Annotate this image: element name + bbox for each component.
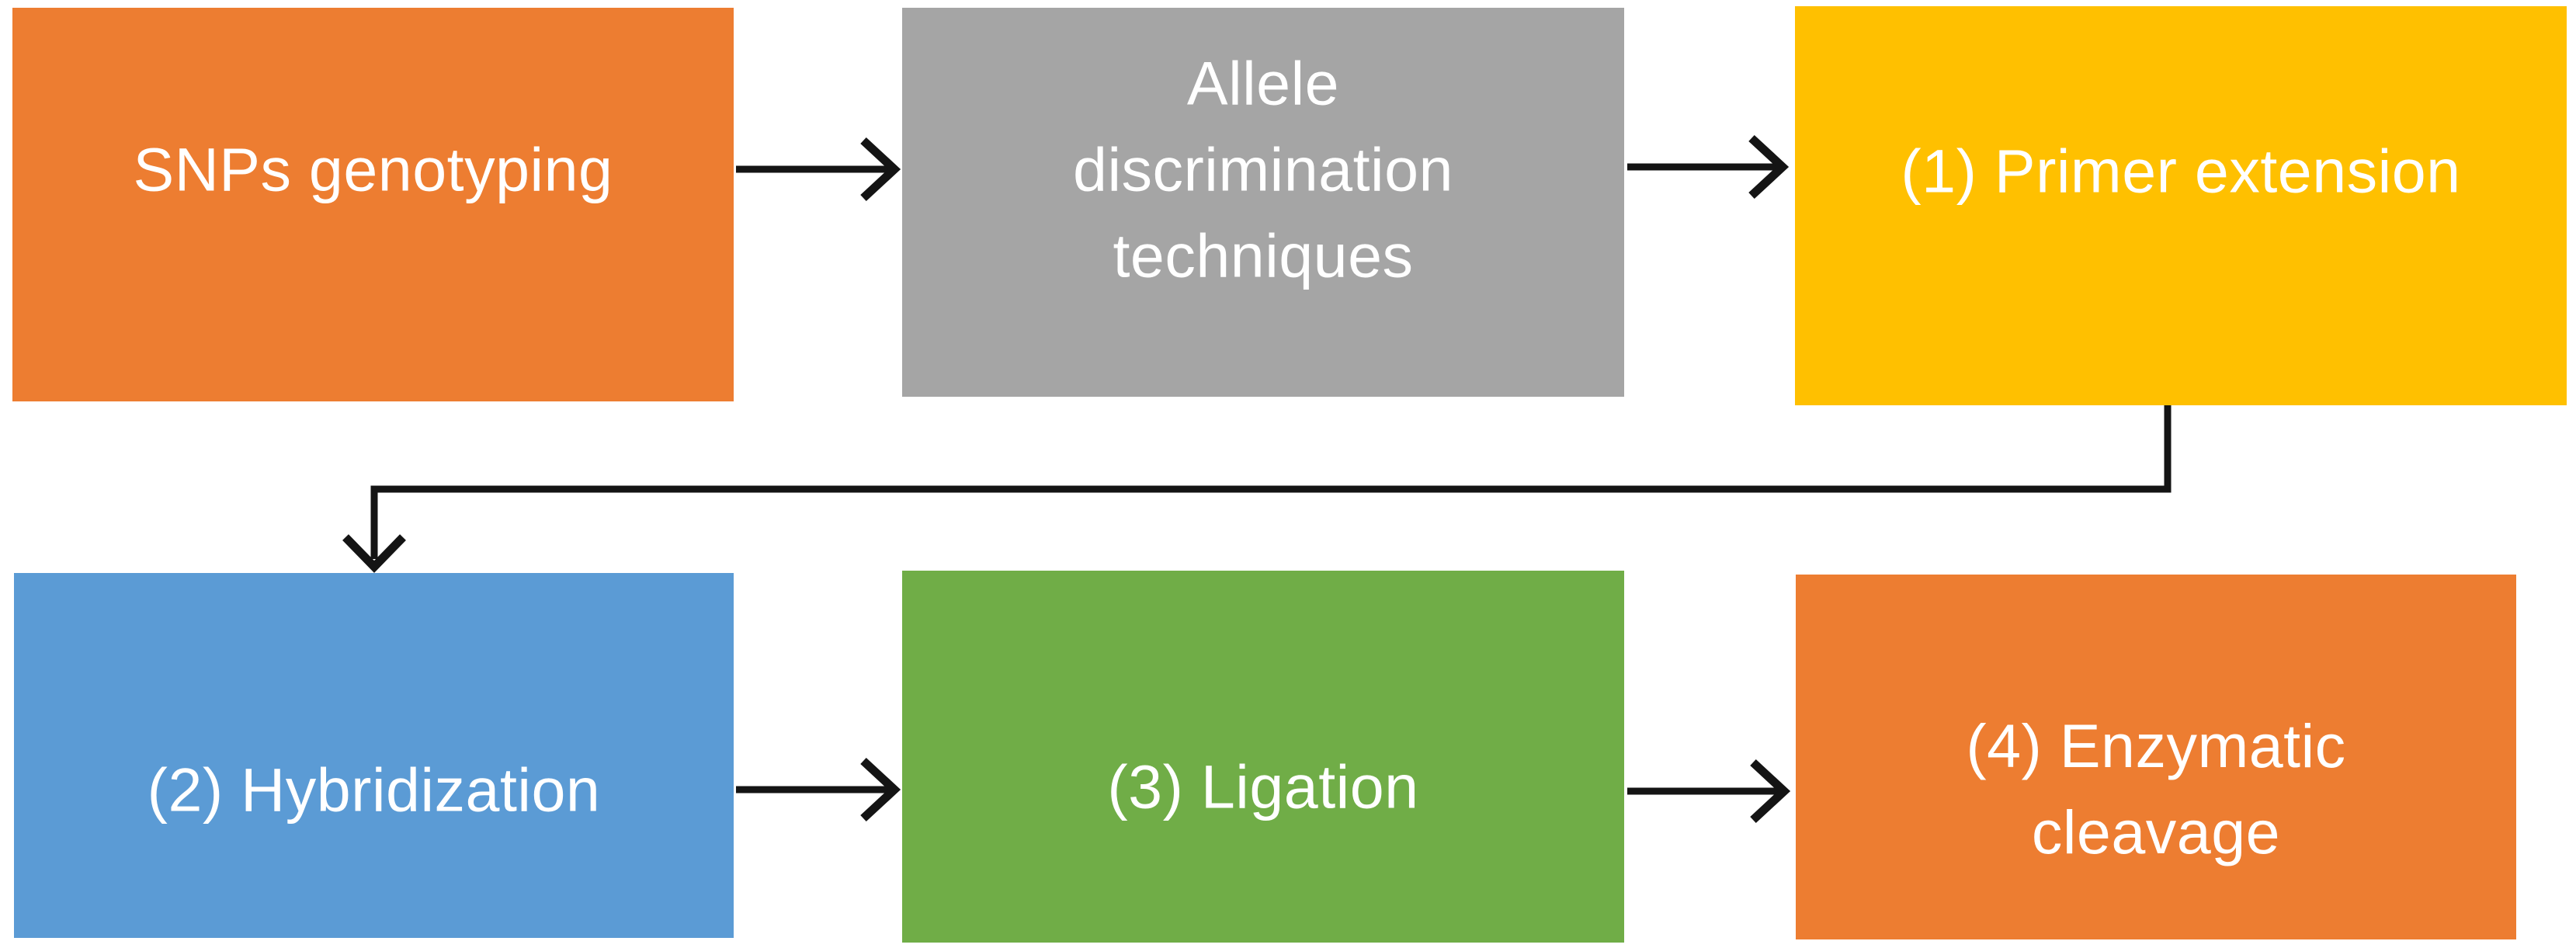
node-allele-discrimination-techniques: Allele discrimination techniques	[902, 8, 1624, 397]
node-label: (4) Enzymatic cleavage	[1966, 711, 2346, 866]
node-label: (2) Hybridization	[147, 755, 601, 825]
arrow-right-icon	[736, 757, 901, 822]
node-label: Allele discrimination techniques	[1073, 48, 1453, 290]
node-label: (1) Primer extension	[1901, 136, 2461, 206]
node-hybridization: (2) Hybridization	[14, 573, 734, 938]
node-snps-genotyping: SNPs genotyping	[12, 8, 734, 401]
node-label: SNPs genotyping	[133, 134, 613, 204]
arrow-right-icon	[1627, 759, 1791, 824]
node-label: (3) Ligation	[1107, 752, 1419, 821]
node-enzymatic-cleavage: (4) Enzymatic cleavage	[1796, 575, 2516, 939]
node-ligation: (3) Ligation	[902, 571, 1624, 943]
arrow-right-icon	[736, 137, 901, 202]
node-primer-extension: (1) Primer extension	[1795, 6, 2567, 405]
elbow-arrow-down-icon	[342, 405, 2172, 573]
arrow-right-icon	[1627, 134, 1790, 200]
